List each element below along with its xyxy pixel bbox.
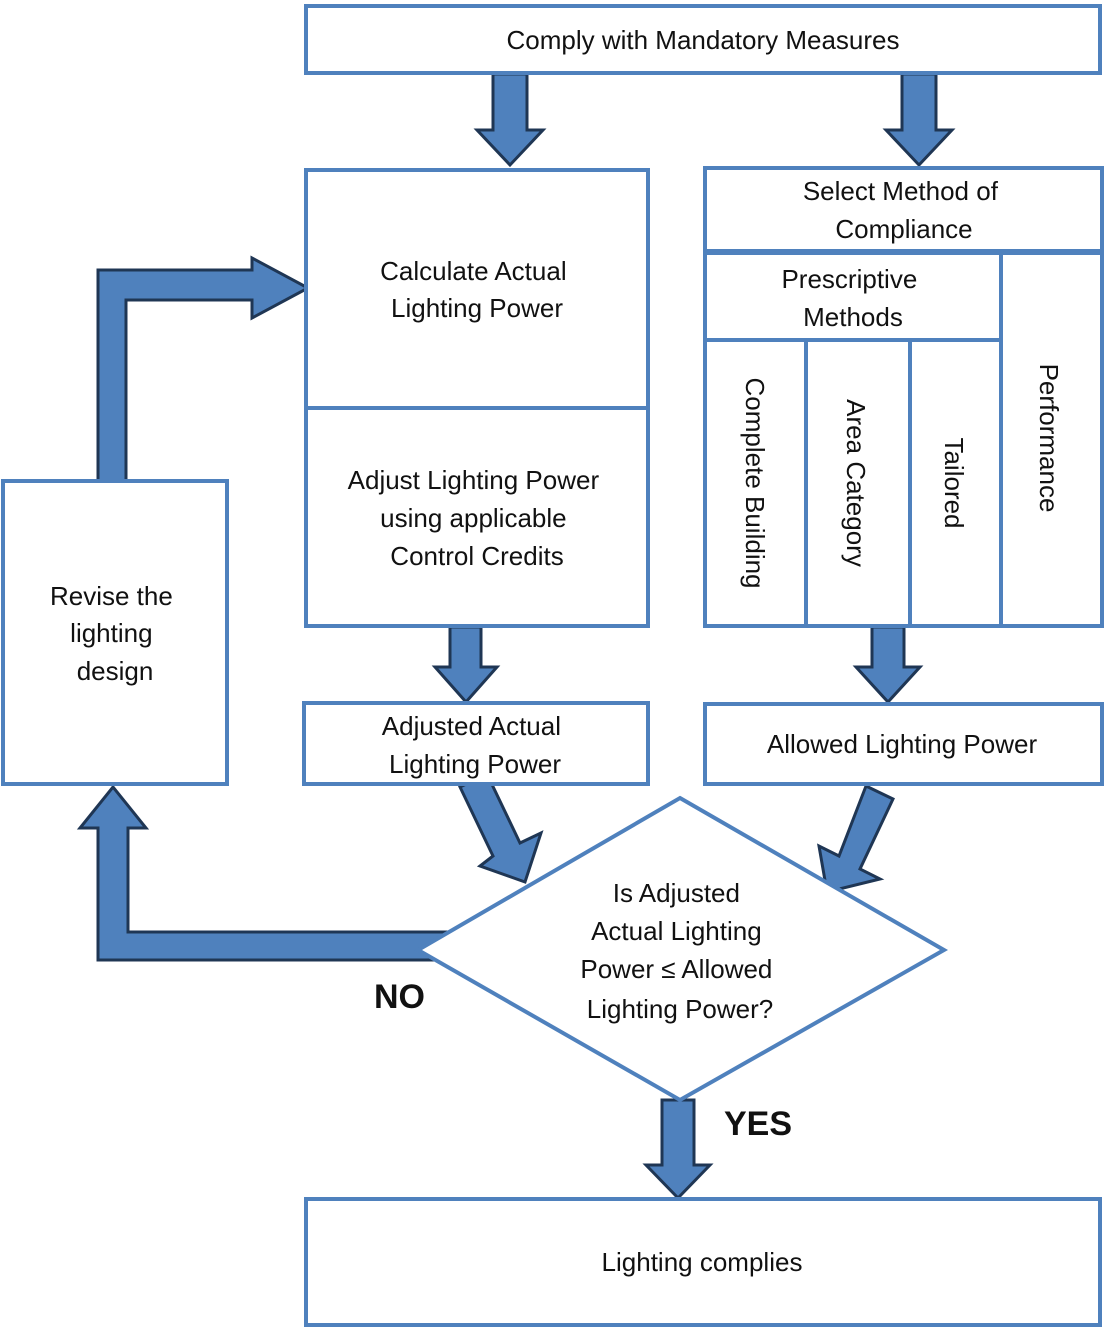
decision-label: Is Adjusted Actual Lighting Power ≤ Allo… [580, 878, 779, 1024]
arrow-mandatory-to-calculate [473, 72, 547, 168]
prescriptive-label: Prescriptive Methods [781, 264, 924, 332]
arrow-revise-to-calculate [96, 255, 312, 483]
arrow-methods-to-allowed [852, 625, 924, 705]
performance-label: Performance [1034, 364, 1064, 513]
select-method-label: Select Method of Compliance [803, 176, 1005, 244]
arrow-adjusted-to-decision [458, 771, 544, 884]
arrow-decision-to-revise [76, 784, 452, 962]
complete-building-box [703, 338, 808, 628]
tailored-label: Tailored [939, 437, 969, 528]
revise-box [1, 479, 229, 786]
complies-label: Lighting complies [602, 1247, 803, 1277]
arrow-decision-to-complies [642, 1098, 714, 1201]
arrow-allowed-to-decision [817, 783, 895, 894]
calculate-label: Calculate Actual Lighting Power [380, 256, 574, 323]
allowed-power-label: Allowed Lighting Power [767, 729, 1038, 759]
area-category-box [804, 338, 912, 628]
arrow-mandatory-to-select-method [882, 72, 956, 168]
labels: Comply with Mandatory Measures Calculate… [50, 25, 1064, 1277]
adjusted-actual-label: Adjusted Actual Lighting Power [382, 711, 568, 779]
allowed-power-box [703, 702, 1104, 786]
prescriptive-box [703, 251, 1003, 342]
select-method-box [703, 166, 1104, 253]
adjusted-actual-box [302, 701, 650, 786]
revise-label: Revise the lighting design [50, 581, 180, 686]
boxes [1, 4, 1104, 1327]
tailored-box [908, 338, 1003, 628]
yes-edge-label: YES [724, 1105, 792, 1143]
mandatory-measures-box [304, 4, 1102, 75]
adjust-box [304, 406, 650, 628]
calculate-box [304, 168, 650, 410]
decision-diamond [413, 795, 949, 1103]
arrow-adjust-to-adjusted-actual [431, 625, 501, 705]
adjust-label: Adjust Lighting Power using applicable C… [348, 465, 607, 571]
complies-box [304, 1197, 1102, 1327]
arrows [76, 72, 956, 1201]
no-edge-label: NO [374, 978, 425, 1016]
complete-building-label: Complete Building [740, 377, 770, 588]
mandatory-measures-label: Comply with Mandatory Measures [506, 25, 899, 55]
area-category-label: Area Category [841, 399, 871, 567]
performance-box [999, 251, 1104, 628]
